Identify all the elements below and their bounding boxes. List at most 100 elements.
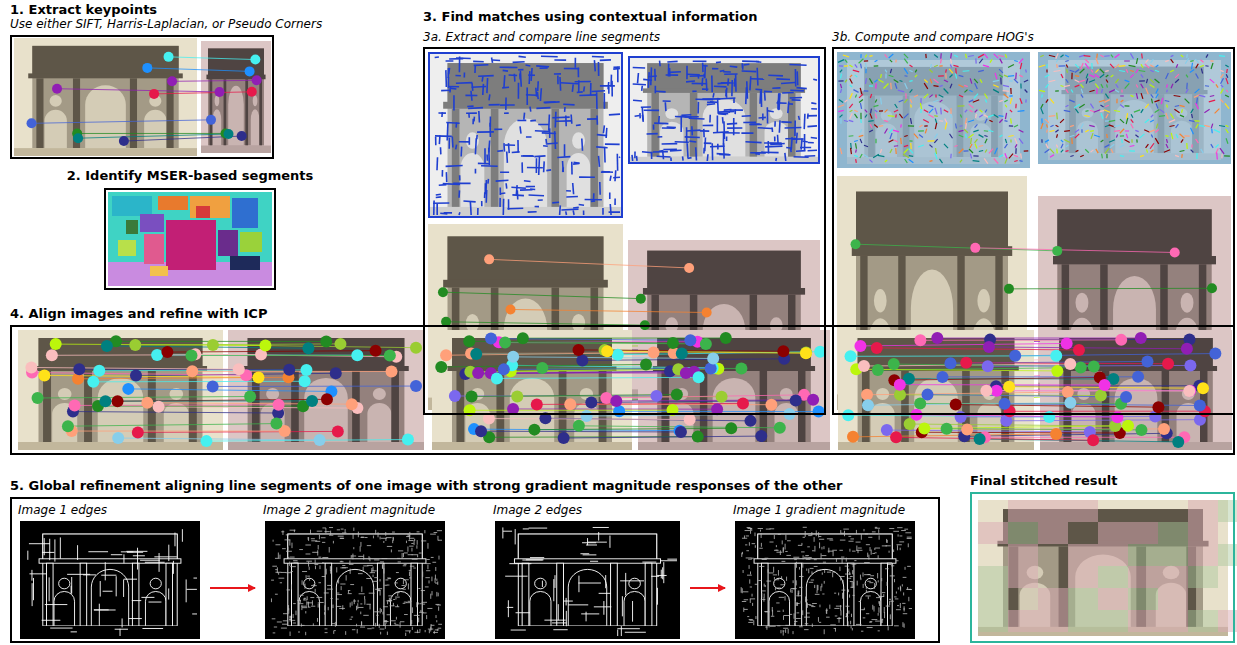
line-segment <box>474 64 489 66</box>
hog-glyph <box>1101 84 1103 88</box>
hog-glyph <box>955 123 957 128</box>
hog-glyph <box>1025 70 1027 73</box>
hog-glyph <box>1125 80 1130 82</box>
line-segment <box>604 147 606 163</box>
edge-line <box>302 607 307 608</box>
keypoint-dot <box>1184 385 1196 397</box>
edge-line <box>319 535 320 539</box>
line-segment <box>713 131 729 133</box>
line-segment <box>440 212 447 214</box>
line-segment <box>782 92 794 94</box>
line-segment <box>723 143 725 158</box>
hog-glyph <box>989 120 992 122</box>
hog-glyph <box>869 85 873 86</box>
keypoint-dot <box>470 348 482 360</box>
keypoint-dot <box>735 362 747 374</box>
stitch-patch <box>1128 544 1158 566</box>
keypoint-dot <box>974 433 986 445</box>
hog-glyph <box>1085 130 1088 132</box>
keypoint-dot <box>888 358 900 370</box>
hog-glyph <box>1041 123 1043 129</box>
hog-glyph <box>1089 75 1095 77</box>
hog-glyph <box>1046 69 1047 72</box>
arch-photo <box>978 500 1228 636</box>
line-segment <box>528 211 537 213</box>
line-segment <box>459 141 470 143</box>
hog-glyph <box>934 115 937 117</box>
hog-glyph <box>1041 139 1042 142</box>
edge-line <box>328 607 329 610</box>
hog-glyph <box>1008 135 1013 137</box>
hog-glyph <box>1064 85 1070 86</box>
keypoint-dot <box>1052 246 1062 256</box>
keypoint-dot <box>955 411 967 423</box>
line-segment <box>562 167 564 171</box>
hog-glyph <box>889 140 894 143</box>
hog-glyph <box>978 54 984 57</box>
hog-glyph <box>939 120 943 122</box>
hog-glyph <box>1199 95 1206 97</box>
match-line <box>57 89 219 92</box>
hog-glyph <box>865 63 867 69</box>
hog-glyph <box>1155 70 1159 72</box>
hog-glyph <box>838 105 844 107</box>
hog-glyph <box>1124 60 1130 61</box>
hog-glyph <box>1111 75 1114 77</box>
match-line <box>937 338 1140 339</box>
hog-glyph <box>910 99 912 103</box>
hog-glyph <box>1166 139 1168 143</box>
hog-glyph <box>1061 140 1063 142</box>
hog-glyph <box>1056 145 1057 148</box>
hog-glyph <box>1169 125 1174 127</box>
edge-line <box>324 605 325 610</box>
hog-glyph <box>990 59 992 62</box>
line-segment <box>579 176 595 178</box>
line-segment <box>481 77 483 82</box>
hog-glyph <box>844 65 848 66</box>
keypoint-dot <box>206 115 216 125</box>
edge-line <box>337 594 342 595</box>
hog-glyph <box>1086 74 1088 79</box>
line-segment <box>724 109 732 111</box>
hog-glyph <box>1079 80 1085 82</box>
line-segment <box>609 193 611 200</box>
keypoint-dot <box>252 371 264 383</box>
hog-glyph <box>909 80 912 82</box>
hog-glyph <box>860 129 861 132</box>
hog-glyph <box>838 80 843 81</box>
edge-line <box>193 578 197 579</box>
edge-line <box>321 537 326 538</box>
hog-glyph <box>1134 110 1140 112</box>
hog-glyph <box>840 74 842 79</box>
hog-glyph <box>850 79 853 84</box>
keypoint-dot <box>680 367 692 379</box>
hog-glyph <box>993 89 999 92</box>
hog-glyph <box>1216 153 1218 160</box>
hog-glyph <box>925 129 927 134</box>
hog-glyph <box>1145 119 1149 122</box>
line-segment <box>473 117 475 122</box>
segment <box>140 214 164 232</box>
keypoint-dot <box>259 339 271 351</box>
hog-glyph <box>905 93 906 99</box>
line-segment <box>602 171 613 173</box>
keypoint-dot <box>807 394 819 406</box>
hog-glyph <box>1018 110 1025 112</box>
line-segment <box>669 71 681 73</box>
segment <box>196 206 210 218</box>
line-segment <box>473 61 484 63</box>
edge-line <box>434 532 438 533</box>
hog-glyph <box>964 85 967 86</box>
line-segment <box>506 151 508 162</box>
keypoint-dot <box>1207 283 1217 293</box>
line-segment <box>492 59 500 61</box>
keypoint-dot <box>511 390 523 402</box>
edge-line <box>422 604 425 605</box>
hog-glyph <box>924 83 928 89</box>
line-segment <box>517 120 526 122</box>
hog-glyph <box>1126 69 1128 73</box>
hog-glyph <box>950 53 952 59</box>
hog-glyph <box>1150 143 1154 148</box>
hog-glyph <box>839 65 843 67</box>
line-segment <box>593 193 595 202</box>
